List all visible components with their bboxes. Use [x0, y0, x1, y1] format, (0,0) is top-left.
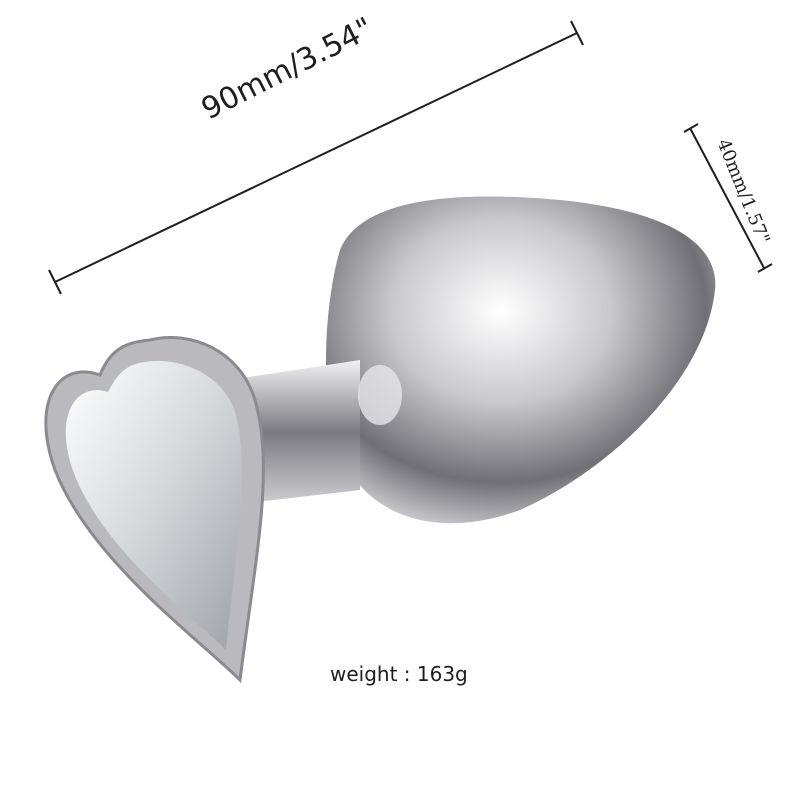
diameter-dimension-line — [683, 123, 773, 273]
product-body — [230, 196, 716, 524]
weight-label: weight : 163g — [330, 662, 468, 686]
heart-base — [44, 336, 265, 684]
length-dimension-line — [48, 20, 584, 295]
